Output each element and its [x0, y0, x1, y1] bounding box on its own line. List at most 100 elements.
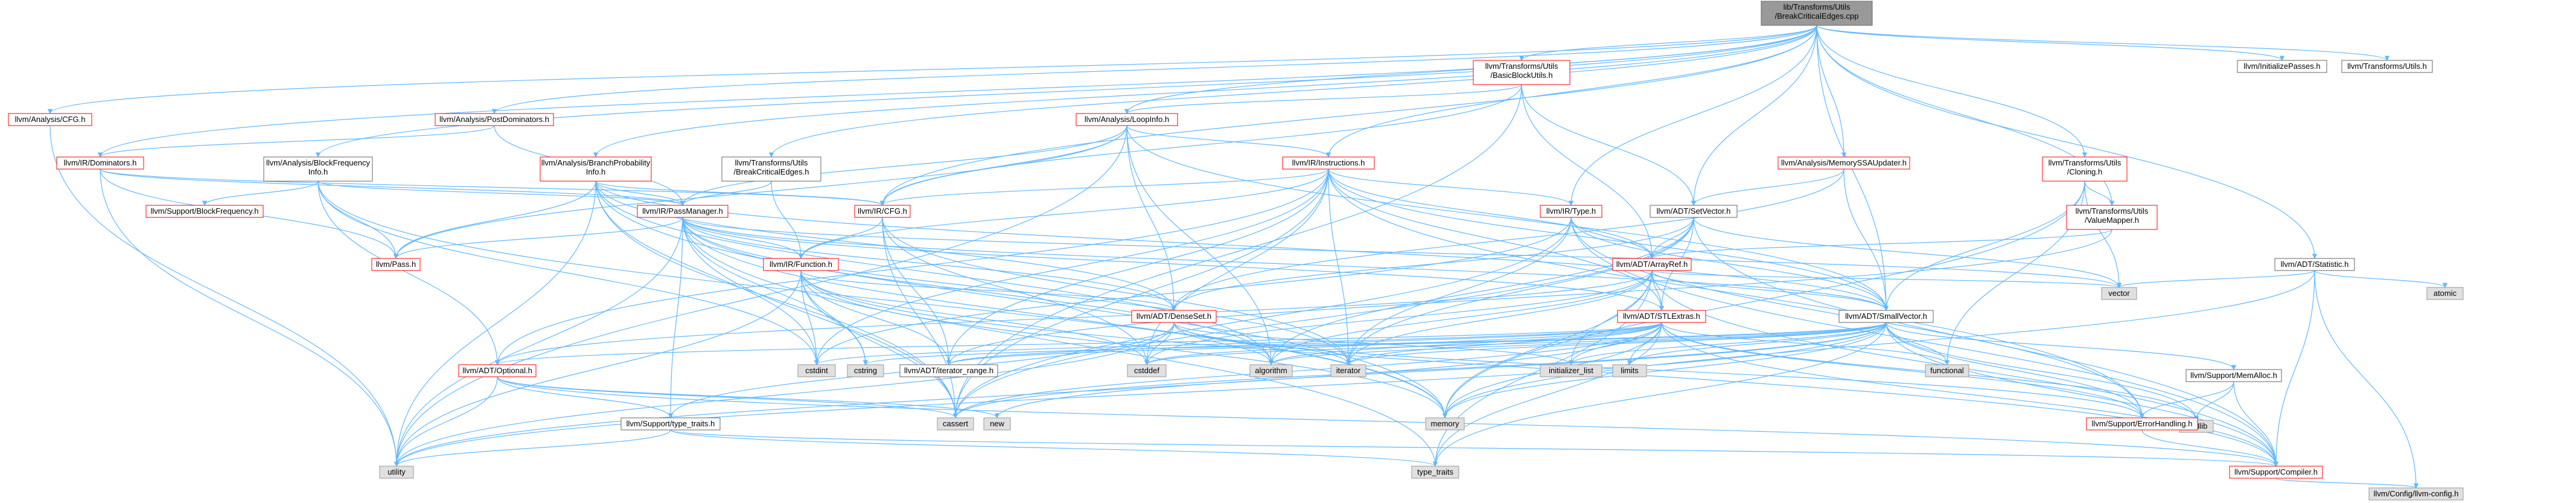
node-passmanager[interactable]: llvm/IR/PassManager.h [637, 205, 728, 218]
node-label: llvm/IR/Type.h [1546, 207, 1596, 216]
node-ana-cfg[interactable]: llvm/Analysis/CFG.h [8, 113, 92, 126]
dependency-edge-loopinfo-to-utility [394, 125, 1127, 467]
node-optional[interactable]: llvm/ADT/Optional.h [458, 364, 537, 377]
node-box [937, 417, 974, 431]
node-iter-range[interactable]: llvm/ADT/iterator_range.h [899, 364, 998, 377]
node-label: llvm/ADT/ArrayRef.h [1616, 260, 1688, 269]
node-init[interactable]: llvm/InitializePasses.h [2237, 60, 2327, 73]
node-box [797, 364, 836, 377]
dependency-edge-smallvector-to-functional [1886, 322, 1950, 365]
node-box [56, 156, 144, 170]
dependency-edge-bpi-to-passmanager [595, 181, 686, 206]
node-box [371, 258, 421, 271]
dependency-edge-typetraits_h-to-compiler [670, 429, 2278, 467]
node-label: llvm/Support/ErrorHandling.h [2092, 419, 2193, 428]
dependency-edge-stlextras-to-functional [1661, 322, 1950, 365]
node-mssa[interactable]: llvm/Analysis/MemorySSAUpdater.h [1777, 156, 1910, 170]
node-label: cstring [854, 366, 877, 375]
node-box [1650, 205, 1738, 218]
dependency-edge-stlextras-to-compiler [1661, 322, 2279, 467]
dependency-edge-smallvector-to-utility [394, 322, 1887, 467]
node-sbf[interactable]: llvm/Support/BlockFrequency.h [145, 205, 264, 218]
node-label: llvm/Analysis/LoopInfo.h [1085, 115, 1169, 124]
node-label: llvm/Transforms/Utils [1485, 62, 1558, 71]
dependency-edge-stlextras-to-cstdint [814, 322, 1662, 365]
dependency-edge-instructions-to-cassert [952, 168, 1329, 418]
dependency-edge-passmanager-to-function [682, 217, 804, 259]
dependency-edge-bbu-to-loopinfo [1124, 84, 1522, 114]
node-box [1076, 113, 1178, 126]
dependency-edge-passmanager-to-smallvector [682, 217, 1889, 311]
dependency-edge-typetraits_h-to-utility [394, 429, 671, 467]
node-function[interactable]: llvm/IR/Function.h [763, 258, 839, 271]
node-utility: utility [379, 466, 414, 479]
node-setvector[interactable]: llvm/ADT/SetVector.h [1650, 205, 1738, 218]
node-tutils[interactable]: llvm/Transforms/Utils.h [2341, 60, 2433, 73]
node-errhandling[interactable]: llvm/Support/ErrorHandling.h [2086, 417, 2198, 431]
dependency-edge-setvector-to-iterator [1345, 217, 1694, 365]
dependency-edge-statistic-to-config [2314, 270, 2419, 489]
node-box [1249, 364, 1293, 377]
dependency-edge-memalloc-to-errhandling [2139, 381, 2234, 418]
node-smallvector[interactable]: llvm/ADT/SmallVector.h [1838, 310, 1934, 323]
dependency-edge-dominators-to-utility [100, 168, 400, 467]
node-loopinfo[interactable]: llvm/Analysis/LoopInfo.h [1076, 113, 1178, 126]
node-bbu[interactable]: llvm/Transforms/Utils/BasicBlockUtils.h [1473, 60, 1570, 85]
node-irtype[interactable]: llvm/IR/Type.h [1540, 205, 1602, 218]
dependency-edge-passmanager-to-cassert [682, 217, 958, 418]
node-valuemapper[interactable]: llvm/Transforms/Utils/ValueMapper.h [2066, 205, 2158, 230]
dependency-edge-passmanager-to-utility [394, 217, 683, 467]
dependency-edge-arrayref-to-stlextras [1651, 270, 1665, 311]
dependency-edge-smallvector-to-cassert [952, 322, 1887, 418]
node-densemap[interactable]: llvm/ADT/DenseSet.h [1131, 310, 1217, 323]
dependency-edge-bpi-to-utility [394, 181, 596, 467]
node-box [854, 205, 911, 218]
node-statistic[interactable]: llvm/ADT/Statistic.h [2274, 258, 2355, 271]
dependency-edge-root-to-ircfg [879, 25, 1817, 206]
dependency-edge-stlextras-to-optional [495, 322, 1662, 365]
node-stlextras[interactable]: llvm/ADT/STLExtras.h [1617, 310, 1706, 323]
node-box [145, 205, 264, 218]
node-ircfg[interactable]: llvm/IR/CFG.h [854, 205, 911, 218]
dependency-edge-root-to-tbce [768, 25, 1817, 158]
node-dominators[interactable]: llvm/IR/Dominators.h [56, 156, 144, 170]
node-instructions[interactable]: llvm/IR/Instructions.h [1282, 156, 1375, 170]
dependency-edge-root-to-statistic [1816, 25, 2318, 259]
dependency-edge-smallvector-to-errhandling [1886, 322, 2145, 418]
node-box [1925, 364, 1969, 377]
dependency-edge-bfi-to-memory [317, 181, 1448, 418]
dependency-edge-bbu-to-ircfg [879, 84, 1522, 206]
node-box [899, 364, 998, 377]
node-label: new [990, 419, 1004, 428]
dependency-edge-instructions-to-iter_range [946, 168, 1329, 365]
node-box [1777, 156, 1910, 170]
dependency-edge-stlextras-to-utility [394, 322, 1662, 467]
node-memalloc[interactable]: llvm/Support/MemAlloc.h [2185, 369, 2282, 382]
node-box [1540, 205, 1602, 218]
dependency-edge-bfi-to-pass [317, 181, 399, 259]
node-tbce[interactable]: llvm/Transforms/Utils/BreakCriticalEdges… [721, 156, 821, 182]
node-cloning[interactable]: llvm/Transforms/Utils/Cloning.h [2042, 156, 2128, 182]
node-pass[interactable]: llvm/Pass.h [371, 258, 421, 271]
dependency-edge-arrayref-to-optional [494, 270, 1653, 365]
node-compiler[interactable]: llvm/Support/Compiler.h [2229, 466, 2323, 479]
node-arrayref[interactable]: llvm/ADT/ArrayRef.h [1612, 258, 1692, 271]
dependency-edge-instructions-to-smallvector [1328, 168, 1889, 311]
dependency-edge-passmanager-to-vector [682, 217, 2122, 288]
node-box [2341, 60, 2433, 73]
dependency-edge-bbu-to-setvector [1521, 84, 1697, 206]
dependency-edge-bpi-to-cstdint [595, 181, 820, 365]
node-label: cstddef [1134, 366, 1159, 375]
edge-layer [48, 25, 2448, 489]
node-root[interactable]: lib/Transforms/Utils/BreakCriticalEdges.… [1761, 1, 1873, 26]
dependency-edge-densemap-to-cstddef [1144, 322, 1175, 365]
node-typetraits-h[interactable]: llvm/Support/type_traits.h [620, 417, 721, 431]
dependency-edge-dominators-to-passmanager [100, 168, 685, 206]
node-ana-pdom[interactable]: llvm/Analysis/PostDominators.h [435, 113, 554, 126]
dependency-edge-root-to-tutils [1816, 25, 2389, 61]
dependency-edge-passmanager-to-cstring [682, 217, 869, 365]
dependency-edge-function-to-cstdint [800, 270, 820, 365]
node-box [1838, 310, 1934, 323]
